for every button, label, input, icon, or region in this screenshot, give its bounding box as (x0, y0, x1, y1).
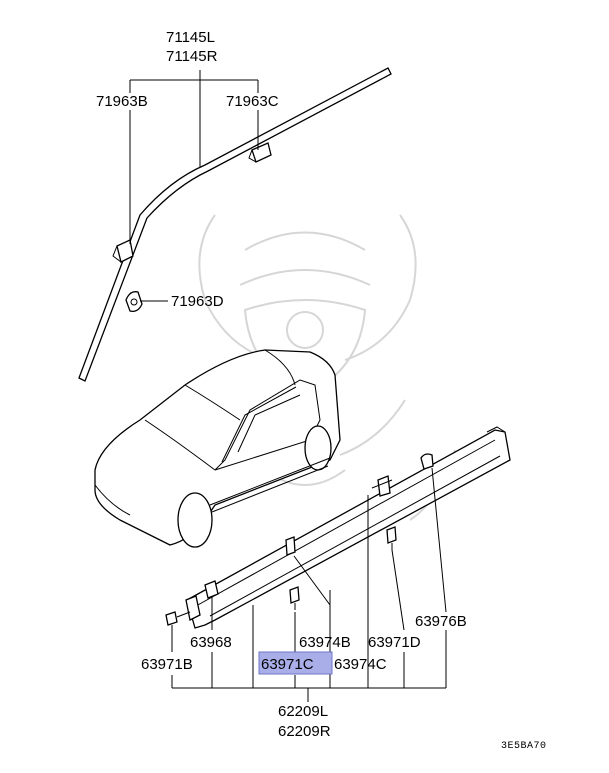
label-63974b[interactable]: 63974B (299, 634, 351, 651)
top-leader-lines (129, 70, 259, 302)
label-63971d[interactable]: 63971D (368, 634, 421, 651)
clip-71963d-icon (125, 291, 143, 312)
diagram-code: 3E5BA70 (501, 741, 547, 752)
label-63974c[interactable]: 63974C (334, 656, 387, 673)
bottom-leader-lines (171, 467, 447, 702)
label-62209r[interactable]: 62209R (278, 723, 331, 740)
roof-moulding-strip (78, 67, 392, 382)
car-illustration (94, 349, 341, 548)
label-62209l[interactable]: 62209L (278, 703, 328, 720)
label-71963c[interactable]: 71963C (226, 93, 279, 110)
side-sill-garnish (186, 426, 511, 629)
label-71145r[interactable]: 71145R (166, 48, 218, 65)
label-71963d[interactable]: 71963D (171, 293, 224, 310)
label-71145l[interactable]: 71145L (166, 29, 215, 46)
label-63968[interactable]: 63968 (190, 634, 232, 651)
label-63971c[interactable]: 63971C (261, 656, 314, 673)
fastener-icons (165, 453, 434, 633)
highlight-box (258, 651, 333, 675)
label-63971b[interactable]: 63971B (141, 656, 193, 673)
clip-71963c-icon (248, 142, 272, 163)
label-63976b[interactable]: 63976B (415, 613, 467, 630)
label-71963b[interactable]: 71963B (96, 93, 148, 110)
clip-71963b-icon (112, 239, 134, 263)
